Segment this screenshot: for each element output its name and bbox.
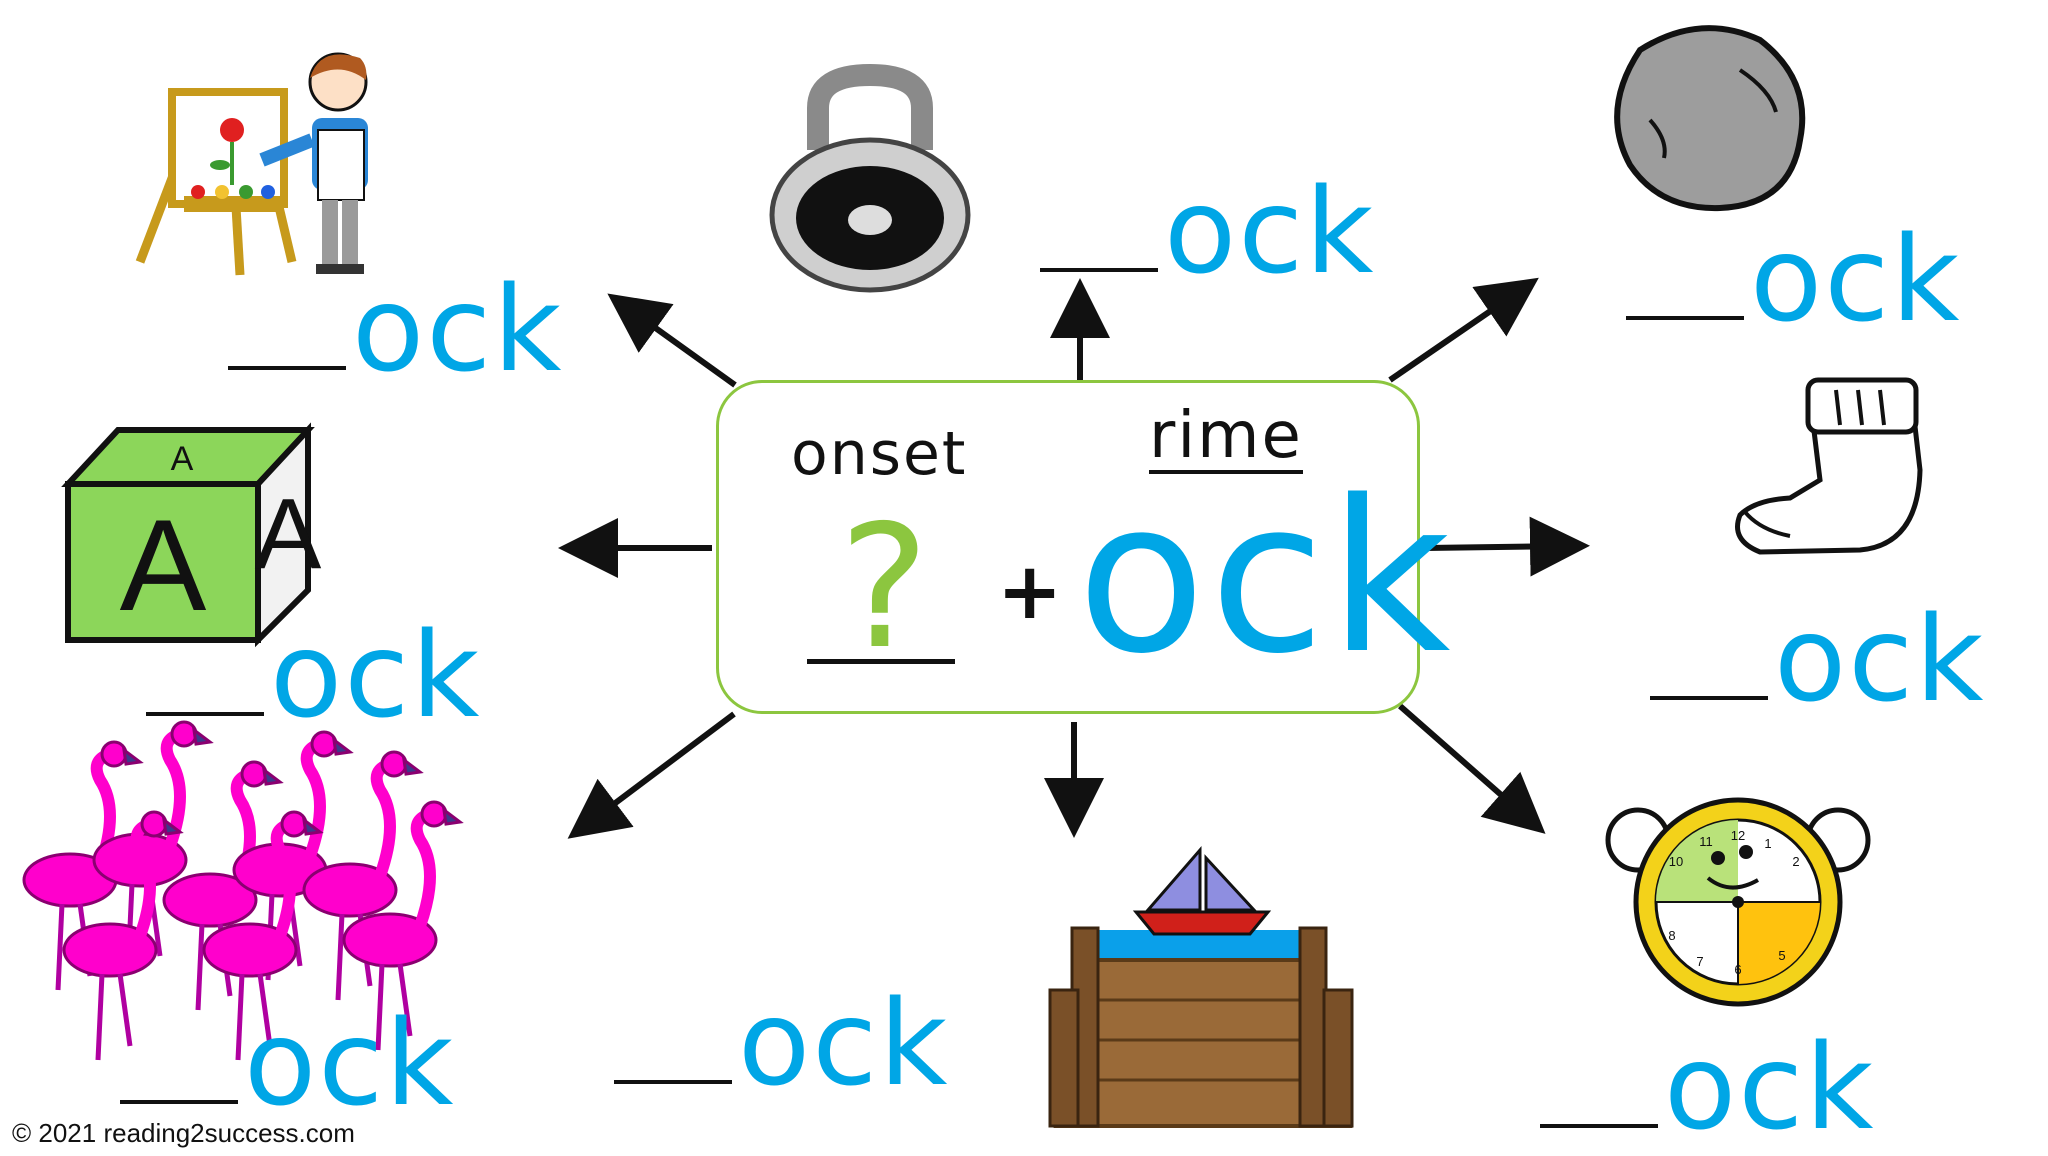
onset-question-mark: ? bbox=[839, 489, 930, 687]
plus-sign: + bbox=[997, 547, 1063, 637]
onset-label: onset bbox=[791, 419, 968, 489]
word-rime: ock bbox=[1774, 590, 1986, 728]
word-smock: ock bbox=[228, 270, 563, 388]
blank-line bbox=[614, 1080, 732, 1084]
copyright-text: © 2021 reading2success.com bbox=[12, 1118, 355, 1148]
flamingos-picture bbox=[22, 720, 464, 1061]
arrow-up-left bbox=[607, 293, 737, 388]
word-rime: ock bbox=[1164, 162, 1376, 300]
painter-picture bbox=[135, 52, 368, 276]
clock-number-11: 11 bbox=[1699, 834, 1713, 849]
onset-blank-line bbox=[807, 659, 955, 664]
word-block: ock bbox=[146, 616, 481, 734]
word-rime: ock bbox=[1664, 1018, 1876, 1156]
clock-number-5: 5 bbox=[1778, 948, 1785, 963]
word-rime: ock bbox=[270, 606, 482, 744]
clock-number-2: 2 bbox=[1792, 854, 1799, 869]
center-rime: ock bbox=[1077, 455, 1455, 700]
blank-line bbox=[1626, 316, 1744, 320]
arrow-down-left bbox=[567, 711, 736, 839]
blank-line bbox=[1650, 696, 1768, 700]
lock-picture bbox=[769, 63, 971, 293]
onset-rime-box: onset rime ? + ock bbox=[716, 380, 1451, 714]
word-rock: ock bbox=[1626, 220, 1961, 338]
blank-line bbox=[120, 1100, 238, 1104]
clock-number-10: 10 bbox=[1669, 854, 1683, 869]
word-clock: ock bbox=[1540, 1028, 1875, 1146]
block-letter-top: A bbox=[171, 440, 194, 478]
word-flock: ock bbox=[120, 1004, 455, 1122]
word-dock: ock bbox=[614, 984, 949, 1102]
block-letter-side: A bbox=[255, 478, 322, 590]
clock-number-12: 12 bbox=[1731, 828, 1745, 843]
arrow-down-right bbox=[1398, 703, 1546, 834]
word-rime: ock bbox=[352, 260, 564, 398]
blank-line bbox=[228, 366, 346, 370]
blank-line bbox=[1040, 268, 1158, 272]
word-rime: ock bbox=[1750, 210, 1962, 348]
arrow-right bbox=[1425, 516, 1590, 577]
word-lock: ock bbox=[1040, 172, 1375, 290]
dock-picture bbox=[1048, 845, 1354, 1128]
flamingo bbox=[202, 810, 324, 1061]
clock-number-1: 1 bbox=[1764, 836, 1771, 851]
clock-number-7: 7 bbox=[1696, 954, 1703, 969]
word-rime: ock bbox=[738, 974, 950, 1112]
flamingo bbox=[22, 740, 144, 991]
sock-picture bbox=[1735, 377, 1923, 555]
clock-number-6: 6 bbox=[1734, 962, 1741, 977]
word-sock: ock bbox=[1650, 600, 1985, 718]
blank-line bbox=[1540, 1124, 1658, 1128]
clock-picture: 12 1 2 5 6 7 8 10 11 bbox=[1605, 797, 1871, 1007]
rime-label: rime bbox=[1149, 399, 1303, 475]
flamingo bbox=[62, 810, 184, 1061]
arrow-up-right bbox=[1388, 277, 1539, 383]
clock-number-8: 8 bbox=[1668, 928, 1675, 943]
flamingo bbox=[232, 730, 354, 981]
blank-line bbox=[146, 712, 264, 716]
rock-picture bbox=[1614, 25, 1806, 212]
block-picture: A A A bbox=[61, 422, 322, 648]
word-rime: ock bbox=[244, 994, 456, 1132]
block-letter-front: A bbox=[120, 492, 207, 638]
flamingo bbox=[342, 800, 464, 1051]
